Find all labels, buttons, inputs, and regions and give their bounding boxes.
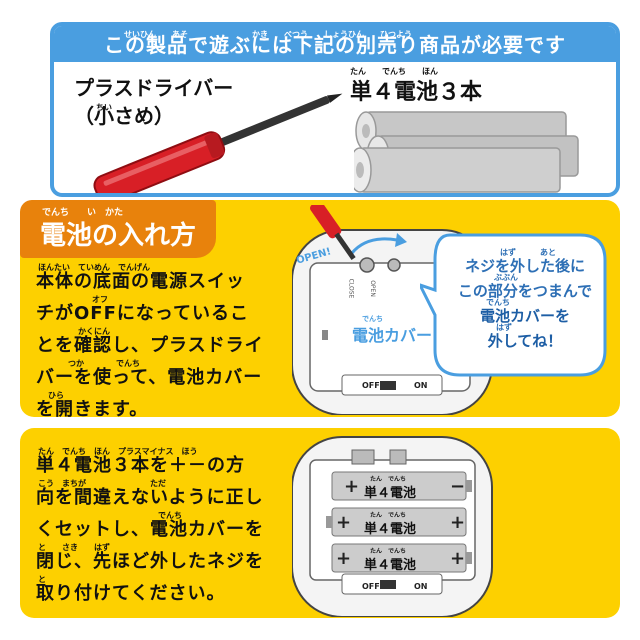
svg-text:+: +: [450, 512, 465, 533]
step1-ruby: オフ: [92, 295, 108, 304]
screwdriver-icon: [93, 93, 343, 193]
bubble-text: ネジを外した後に この部分をつまんで 電池カバーを 外してね！: [440, 254, 610, 354]
svg-text:+: +: [344, 476, 359, 497]
svg-text:+: +: [450, 548, 465, 569]
switch-off-label: OFF: [362, 582, 380, 591]
step1-ruby: かくにん: [78, 327, 110, 336]
svg-text:+: +: [336, 548, 351, 569]
battery-install-title-ruby: でんち い かた: [42, 208, 124, 218]
bubble-line: ネジを外した後に: [464, 257, 585, 275]
screwdriver-label-line2: （小さめ）: [74, 104, 174, 128]
step2-ruby: でんち: [158, 511, 182, 520]
screwdriver-label: プラスドライバー （小さめ）: [74, 74, 233, 130]
compartment-battery-ruby: たん でんち: [370, 476, 407, 483]
required-items-header: この製品で遊ぶには下記の別売り商品が必要です: [54, 26, 616, 62]
bubble-ruby: でんち: [486, 298, 510, 307]
step2-ruby: と さき はず: [38, 543, 110, 552]
step2-line: 単４電池３本を＋－の方: [36, 455, 245, 476]
svg-text:−: −: [450, 476, 465, 497]
step2-line: 向を間違えないように正し: [36, 487, 264, 508]
switch-on-label: ON: [414, 381, 428, 390]
step1-line: 本体の底面の電源スイッ: [36, 271, 245, 292]
bubble-ruby: はず: [496, 323, 512, 332]
switch-off-label: OFF: [362, 381, 380, 390]
battery-cell-1: + −: [331, 471, 472, 501]
switch-on-label: ON: [414, 582, 428, 591]
step1-ruby: ひら: [48, 391, 64, 400]
required-items-panel: この製品で遊ぶには下記の別売り商品が必要です せいひん あそ かき べつう しょ…: [50, 22, 620, 197]
battery-icon: [354, 111, 579, 193]
step1-line: とを確認し、プラスドライ: [36, 335, 264, 356]
step2-line: くセットし、電池カバーを: [36, 519, 264, 540]
step2-instructions: 単４電池３本を＋－の方 向を間違えないように正し くセットし、電池カバーを 閉じ…: [36, 450, 286, 610]
step1-instructions: 本体の底面の電源スイッ チがOFFになっているこ とを確認し、プラスドライ バー…: [36, 266, 286, 426]
step2-ruby: と: [38, 575, 46, 584]
compartment-battery-label: 単４電池: [364, 558, 417, 573]
compartment-battery-ruby: たん でんち: [370, 512, 407, 519]
step2-line: 取り付けてください。: [36, 583, 226, 604]
bubble-ruby: はず あと: [500, 248, 556, 257]
bubble-line: 電池カバーを: [479, 307, 570, 325]
bubble-ruby: ぶぶん: [494, 273, 518, 282]
compartment-batteries-icon: + − + + + +: [326, 471, 472, 573]
battery-cover-ruby: でんち: [362, 315, 383, 323]
required-items-header-ruby: せいひん あそ かき べつう しょうひん ひつよう: [124, 30, 412, 39]
battery-label-ruby: たん でんち ほん: [350, 67, 438, 76]
step2-ruby: こう まちが ただ: [38, 479, 166, 488]
open-small-label: OPEN: [368, 280, 376, 297]
close-small-label: CLOSE: [347, 278, 355, 299]
battery-cover-label: 電池カバー: [352, 326, 433, 345]
step1-ruby: つか でんち: [68, 359, 140, 368]
speech-bubble: [420, 233, 607, 377]
battery-cell-2: + +: [326, 507, 467, 537]
step1-line: チがOFFになっているこ: [36, 303, 249, 324]
step2-line: 閉じ、先ほど外したネジを: [36, 551, 264, 572]
step1-line: バーを使って、電池カバー: [36, 367, 263, 388]
step2-ruby: たん でんち ほん プラスマイナス ほう: [38, 447, 198, 456]
step1-line: を開きます。: [36, 399, 149, 420]
bubble-line: 外してね！: [487, 332, 563, 350]
battery-install-title: 電池の入れ方: [20, 200, 216, 258]
bubble-line: この部分をつまんで: [457, 282, 593, 300]
battery-label: 単４電池３本: [350, 80, 483, 105]
svg-text:+: +: [336, 512, 351, 533]
step1-ruby: ほんたい ていめん でんげん: [38, 263, 150, 272]
compartment-battery-label: 単４電池: [364, 486, 417, 501]
battery-cell-3: + +: [331, 543, 472, 573]
screwdriver-ruby: ちい: [96, 103, 112, 112]
screwdriver-label-line1: プラスドライバー: [74, 76, 234, 100]
compartment-battery-ruby: たん でんち: [370, 548, 407, 555]
compartment-battery-label: 単４電池: [364, 522, 417, 537]
screwdriver-tip-icon: [310, 205, 356, 260]
